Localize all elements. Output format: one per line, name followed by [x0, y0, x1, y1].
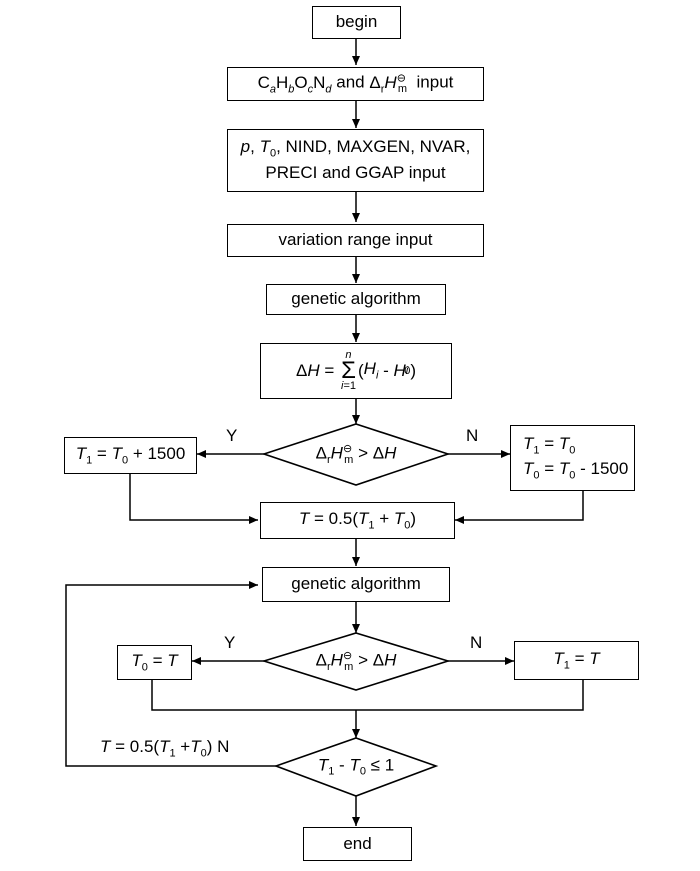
t-mid-box: T = 0.5(T1 + T0) — [260, 502, 455, 539]
end-label: end — [343, 833, 372, 853]
decision2-no-label: N — [470, 633, 483, 652]
input2-line2: PRECI and GGAP input — [265, 162, 446, 182]
decision1-text: ΔrH⊖m > ΔH — [315, 442, 397, 467]
range-input-box: variation range input — [227, 224, 484, 257]
yes1-text: T1 = T0 + 1500 — [75, 443, 186, 467]
ga2-box: genetic algorithm — [262, 567, 450, 602]
input1-and: and — [336, 72, 365, 92]
decision3-diamond — [273, 737, 439, 797]
loop-label: T = 0.5(T1 +T0) N — [100, 737, 230, 760]
input1-text: CaHbOcNd and ΔrH⊖m input — [258, 71, 454, 97]
input2-box: p, T0, NIND, MAXGEN, NVAR, PRECI and GGA… — [227, 129, 484, 192]
range-input-label: variation range input — [278, 230, 433, 250]
no2-text: T1 = T — [553, 648, 600, 672]
yes2-text: T0 = T — [131, 650, 178, 674]
no1-line1: T1 = T0 — [523, 433, 576, 457]
decision1-diamond — [261, 423, 451, 486]
arrow-yes1-tmid — [129, 474, 258, 524]
decision2-diamond — [261, 632, 451, 691]
ga1-label: genetic algorithm — [291, 289, 421, 309]
line-yes2-merge — [151, 680, 584, 711]
decision3-text: T1 - T0 ≤ 1 — [317, 755, 395, 778]
decision2-yes-label: Y — [224, 633, 236, 652]
decision1-yes-label: Y — [226, 426, 238, 445]
t-mid-text: T = 0.5(T1 + T0) — [298, 508, 417, 532]
arrow-loop-back — [65, 581, 276, 767]
yes2-box: T0 = T — [117, 645, 192, 680]
ga2-label: genetic algorithm — [291, 574, 421, 594]
no1-box: T1 = T0 T0 = T0 - 1500 — [510, 425, 635, 491]
enthalpy-symbol: ΔrH⊖m — [369, 72, 408, 96]
arrow-no1-tmid — [455, 491, 584, 524]
yes1-box: T1 = T0 + 1500 — [64, 437, 197, 474]
begin-box: begin — [312, 6, 401, 39]
decision2-text: ΔrH⊖m > ΔH — [315, 649, 397, 674]
no1-line2: T0 = T0 - 1500 — [523, 459, 629, 482]
chemical-formula: CaHbOcNd — [257, 72, 332, 96]
input1-box: CaHbOcNd and ΔrH⊖m input — [227, 67, 484, 101]
decision1-no-label: N — [466, 426, 479, 445]
end-box: end — [303, 827, 412, 861]
input2-line1: p, T0, NIND, MAXGEN, NVAR, — [240, 137, 471, 160]
ga1-box: genetic algorithm — [266, 284, 446, 315]
no2-box: T1 = T — [514, 641, 639, 680]
input1-input-word: input — [416, 72, 454, 92]
begin-label: begin — [335, 12, 378, 32]
